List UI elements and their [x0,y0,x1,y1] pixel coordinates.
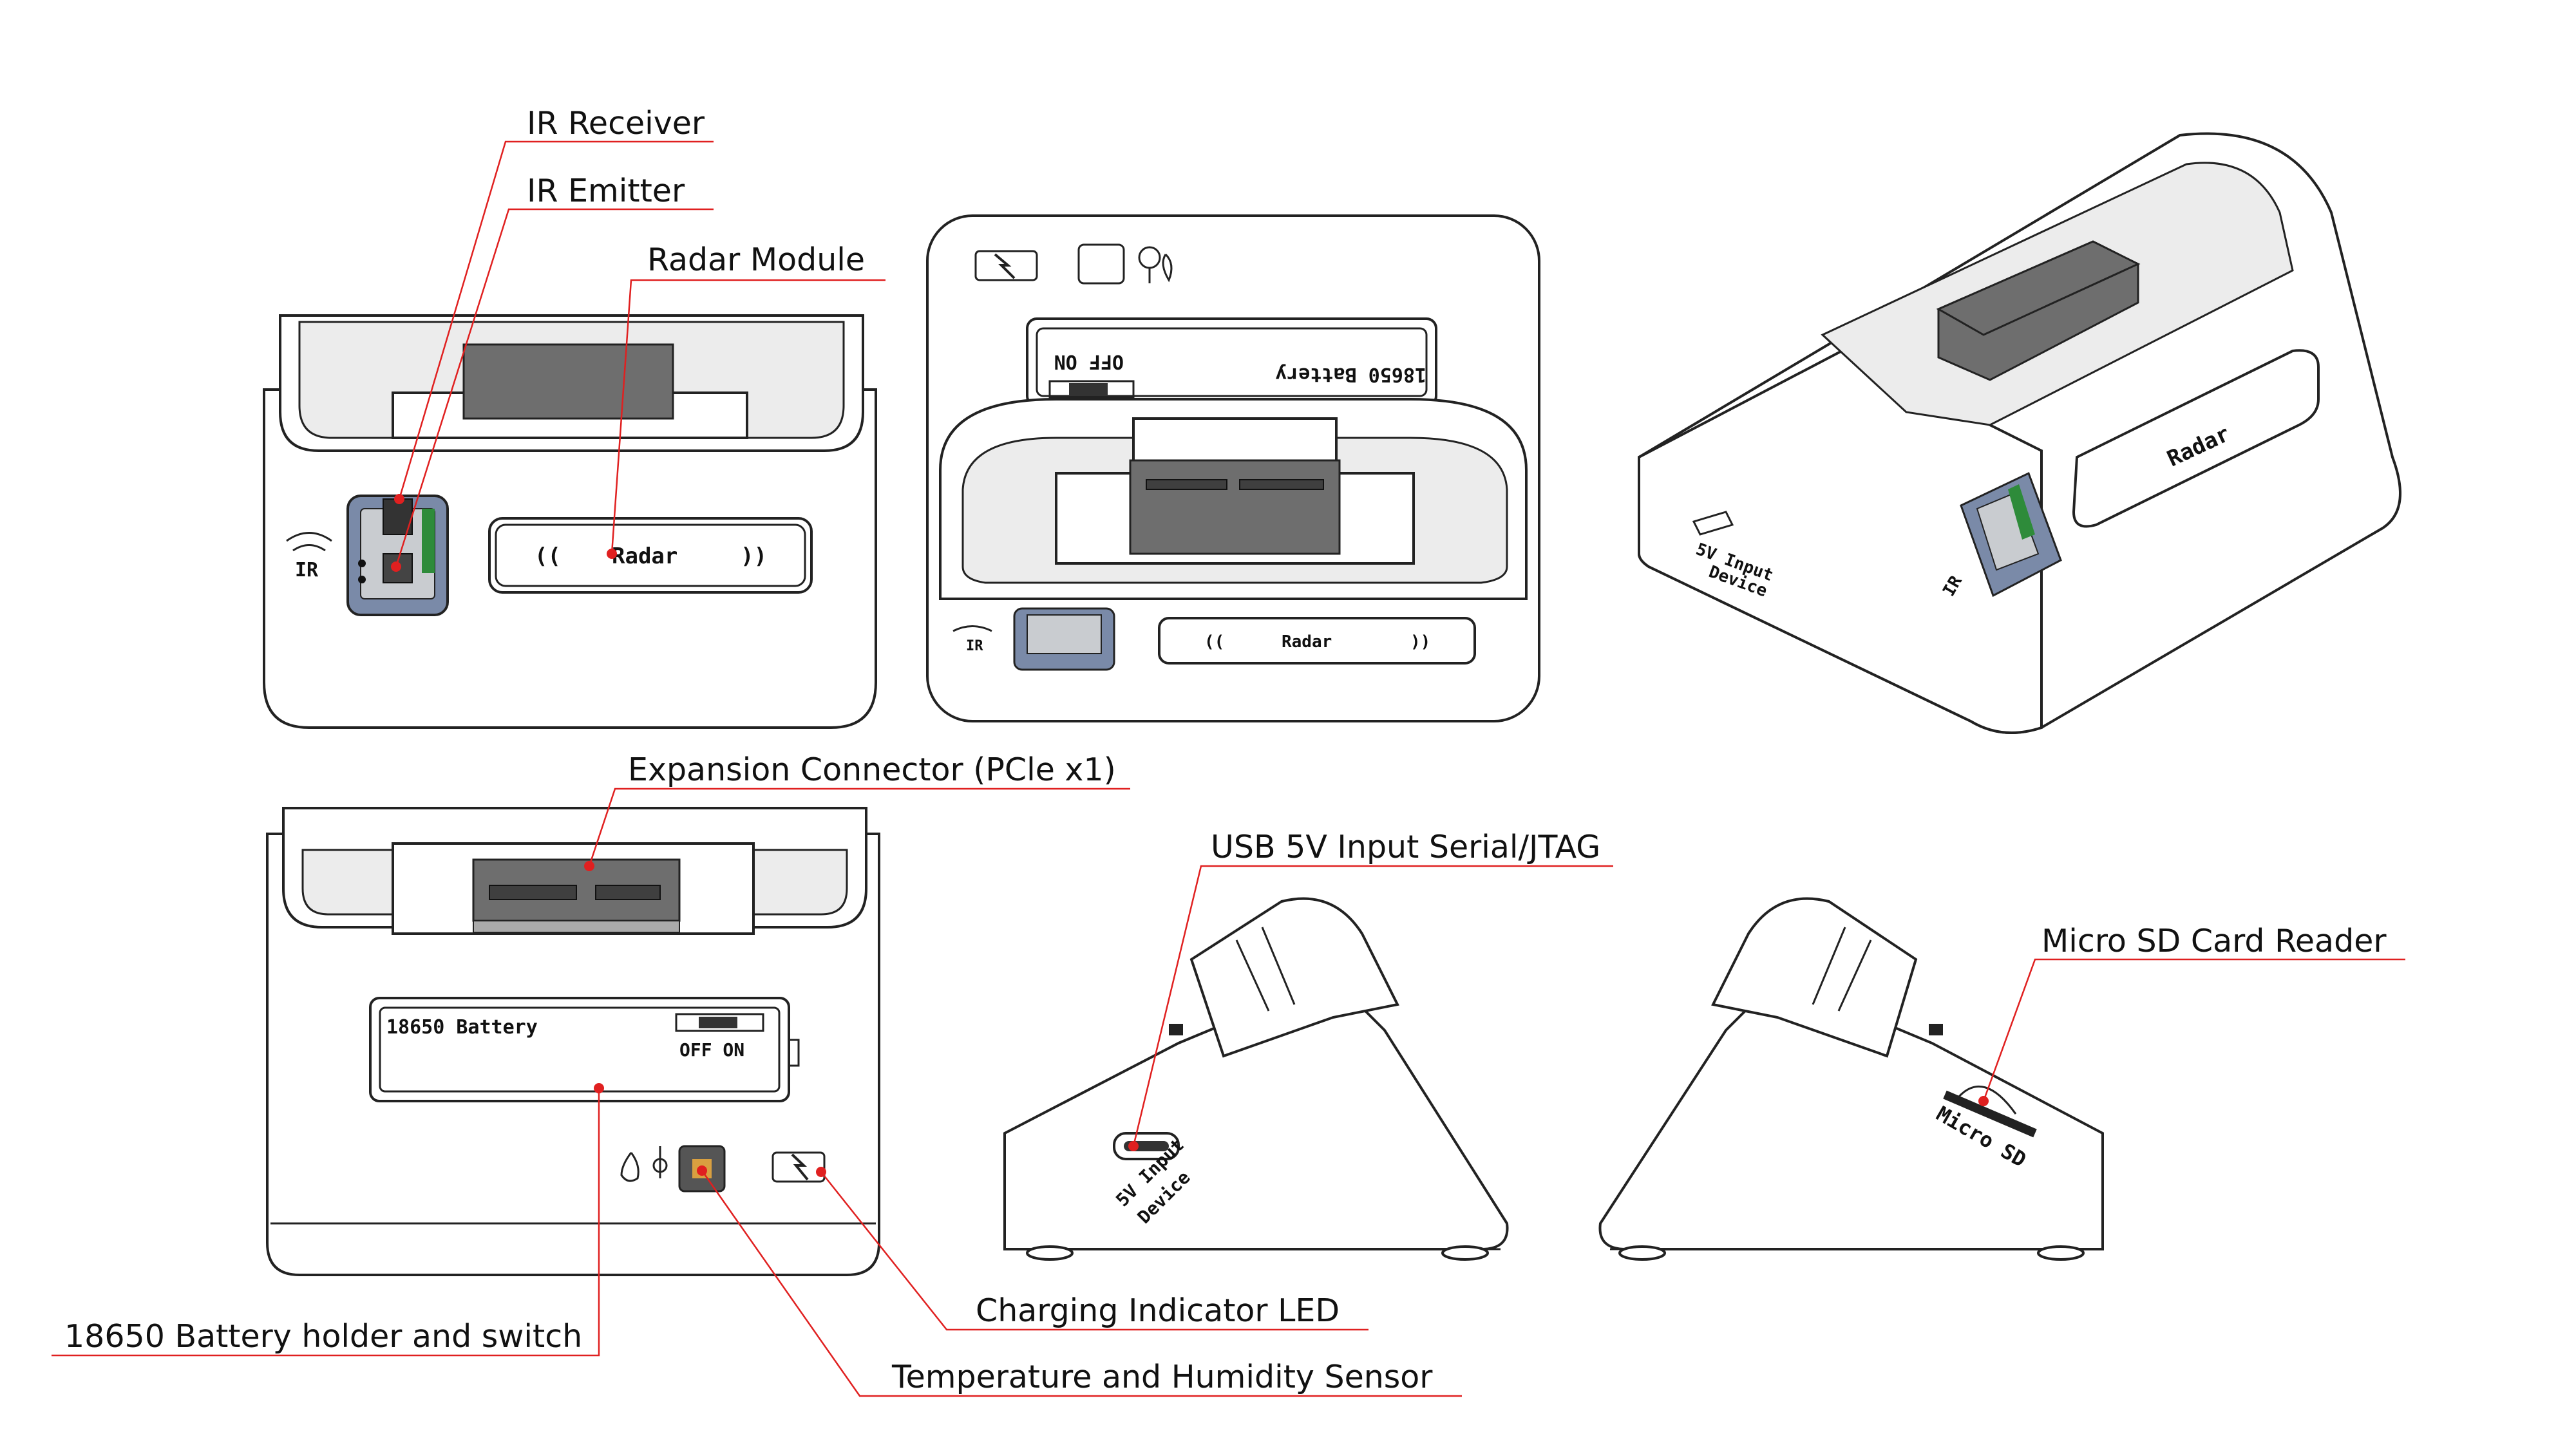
svg-text:OFF ON: OFF ON [1054,350,1124,373]
callout-lines [52,140,2405,1397]
label-radar-module: Radar Module [647,241,865,278]
front-view: IR (( )) Radar [263,314,877,729]
svg-text:)): )) [1410,632,1430,652]
side-view-usb: 5V Input Device [1003,897,1509,1261]
label-battery-holder: 18650 Battery holder and switch [64,1318,582,1355]
ir-marking: IR [295,559,319,581]
isometric-view: Radar 5V Input Device IR [1638,132,2401,734]
label-temp-humidity: Temperature and Humidity Sensor [891,1359,1433,1395]
back-view: 18650 Battery OFF ON [266,807,880,1276]
label-micro-sd: Micro SD Card Reader [2041,923,2387,959]
svg-text:)): )) [741,543,767,569]
svg-text:((: (( [535,543,561,569]
label-expansion-connector: Expansion Connector (PCle x1) [628,751,1116,788]
radar-marking-top: Radar [1282,632,1332,652]
battery-marking-back: 18650 Battery [386,1016,538,1039]
radar-marking-front: Radar [612,543,677,569]
label-usb-input: USB 5V Input Serial/JTAG [1211,829,1600,865]
svg-text:IR: IR [966,638,983,654]
label-ir-emitter: IR Emitter [527,173,685,209]
label-ir-receiver: IR Receiver [527,105,705,142]
callout-labels: IR Receiver IR Emitter Radar Module Expa… [64,105,2387,1395]
top-view: OFF ON 18650 Battery IR (( )) Radar [926,214,1540,722]
off-on-marking: OFF ON [679,1039,744,1061]
label-charging-led: Charging Indicator LED [976,1292,1340,1329]
svg-text:18650 Battery: 18650 Battery [1275,363,1426,386]
side-view-sd: Micro SD [1598,897,2104,1261]
svg-text:((: (( [1204,632,1224,652]
